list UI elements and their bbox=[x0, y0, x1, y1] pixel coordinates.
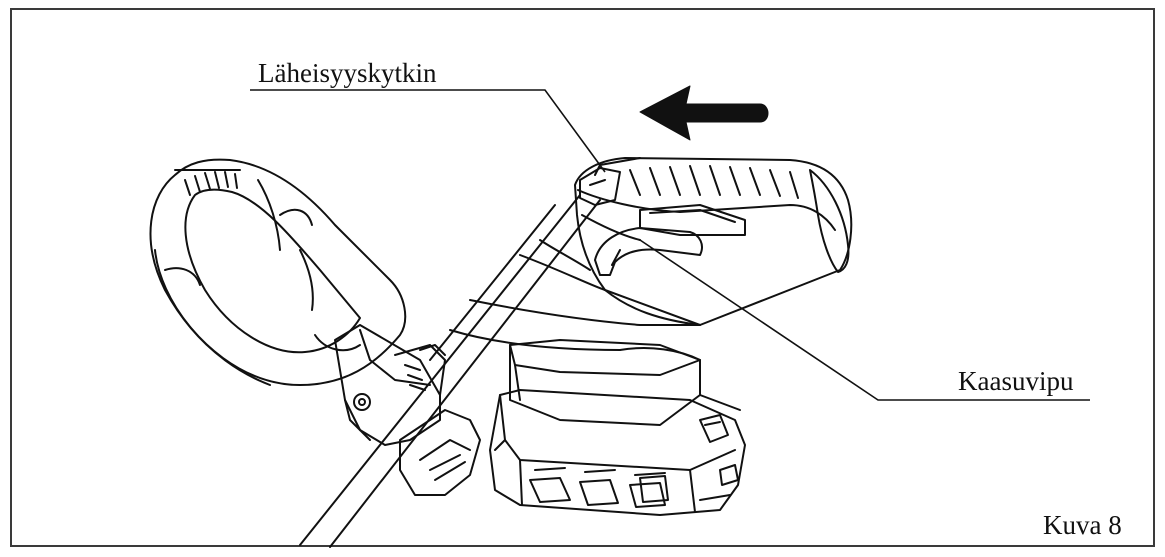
direction-arrow-icon bbox=[639, 85, 769, 141]
proximity-switch-label: Läheisyyskytkin bbox=[258, 58, 437, 88]
throttle-lever-label: Kaasuvipu bbox=[958, 366, 1074, 396]
trimmer-shaft bbox=[299, 194, 601, 548]
loop-handle bbox=[149, 158, 407, 386]
main-handle bbox=[449, 157, 853, 351]
leader-line-proximity-switch bbox=[250, 89, 606, 173]
figure-caption: Kuva 8 bbox=[1043, 510, 1122, 540]
leader-line-throttle-lever bbox=[639, 239, 1090, 401]
battery-mount bbox=[509, 339, 741, 426]
figure-frame bbox=[10, 8, 1155, 547]
handle-clamp bbox=[334, 324, 481, 496]
battery-pack bbox=[489, 389, 746, 516]
